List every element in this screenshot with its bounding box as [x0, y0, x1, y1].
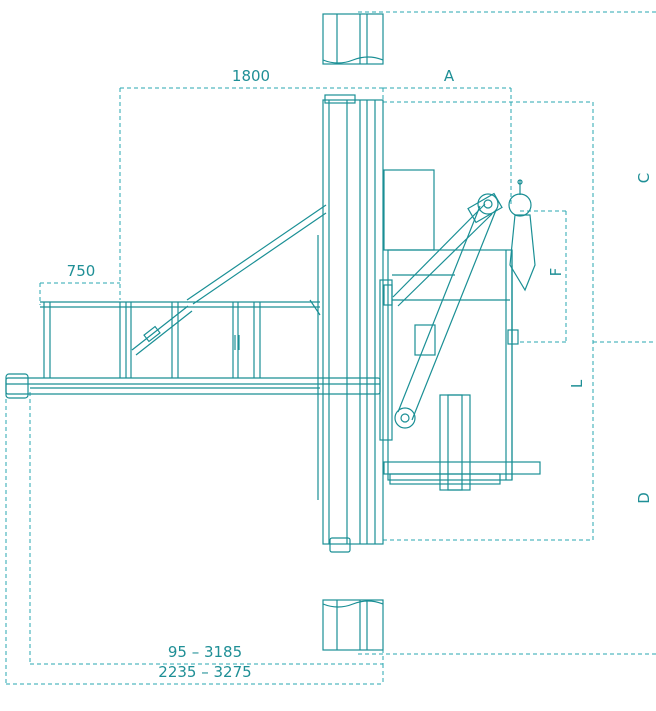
lift-frame [379, 169, 541, 491]
dim-l-label: L [568, 379, 586, 388]
dim-750-label: 750 [67, 262, 96, 280]
dim-c-label: C [635, 173, 653, 183]
dim-d-label: D [635, 492, 653, 504]
upper-rail-stub [322, 13, 384, 65]
machine [5, 13, 541, 651]
dim-95-3185-label: 95 – 3185 [168, 643, 242, 661]
lower-rail-stub [322, 599, 384, 651]
dim-a-label: A [444, 67, 455, 85]
fork-platform [5, 373, 381, 399]
dim-2235-3275-label: 2235 – 3275 [158, 663, 251, 681]
dimension-labels: 1800 A 750 C D F L 95 – 3185 2235 – 3275 [67, 67, 653, 681]
dim-f-label: F [547, 268, 565, 277]
diagonal-brace [186, 204, 327, 305]
dimension-lines [5, 11, 656, 685]
cage-railing [40, 299, 321, 378]
dim-1800-label: 1800 [232, 67, 270, 85]
arm-linkage [392, 179, 536, 429]
mast [317, 94, 384, 553]
